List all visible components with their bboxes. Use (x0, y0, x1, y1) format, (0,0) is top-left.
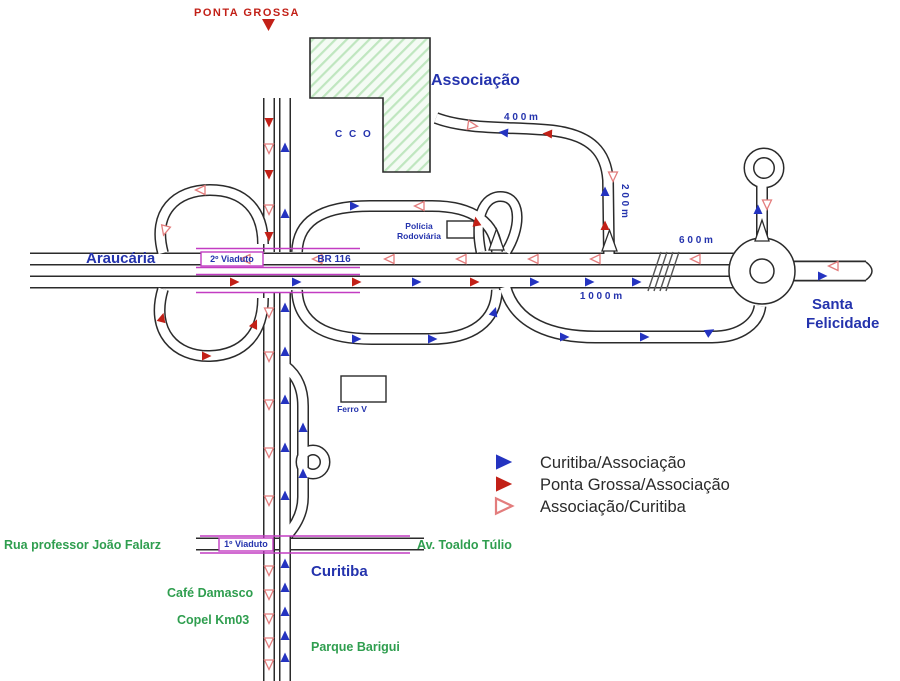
policia-rodoviaria-building (446, 220, 475, 239)
legend-item-curitiba-associacao: Curitiba/Associação (540, 454, 686, 472)
legend-arrow-red-icon (496, 476, 513, 492)
label-policia-line1: Polícia (405, 221, 433, 231)
legend-arrow-pink-icon (494, 497, 514, 515)
label-felicidade: Felicidade (806, 315, 879, 332)
label-distance-600m: 6 0 0 m (679, 235, 713, 246)
label-viaduto2: 2º Viaduto (210, 254, 254, 264)
road-end-cap (865, 261, 873, 281)
label-araucaria: Araucária (86, 250, 156, 267)
label-rua-joao-falarz: Rua professor João Falarz (4, 538, 161, 552)
label-cafe-damasco: Café Damasco (167, 586, 254, 600)
merge-triangle-icon (601, 228, 618, 252)
label-ponta-grossa: PONTA GROSSA (194, 7, 300, 19)
label-distance-200m: 2 0 0 m (619, 184, 630, 218)
associacao-building (309, 37, 431, 173)
legend-item-pontagrossa-associacao: Ponta Grossa/Associação (540, 476, 730, 494)
label-br116: BR 116 (317, 254, 351, 265)
label-parque-barigui: Parque Barigui (311, 640, 400, 654)
label-av-toaldo-tulio: Av. Toaldo Túlio (417, 538, 512, 552)
vertical-road-network (269, 98, 325, 681)
merge-triangle-icon (488, 227, 505, 251)
crossing-hatch-marks (647, 251, 680, 292)
label-policia-line2: Rodoviária (397, 231, 441, 241)
santa-felicidade-roundabout (728, 237, 873, 305)
label-associacao: Associação (431, 72, 520, 89)
label-santa: Santa (812, 296, 854, 313)
label-curitiba: Curitiba (311, 563, 368, 580)
viaduct-1-markings (200, 535, 410, 554)
label-distance-400m: 4 0 0 m (504, 112, 538, 123)
legend: Curitiba/Associação Ponta Grossa/Associa… (494, 454, 730, 516)
label-cco: C C O (335, 129, 373, 140)
merge-triangle-icon (754, 217, 770, 242)
label-distance-1000m: 1 0 0 0 m (580, 291, 622, 302)
label-viaduto1: 1º Viaduto (224, 539, 268, 549)
ferro-v-building (340, 375, 387, 403)
label-copel-km03: Copel Km03 (177, 613, 249, 627)
ponta-grossa-direction-arrow-icon (262, 19, 275, 31)
legend-arrow-blue-icon (496, 454, 513, 470)
viaduto1-label-box (218, 537, 274, 552)
label-ferro-v: Ferro V (337, 404, 367, 414)
legend-item-associacao-curitiba: Associação/Curitiba (540, 498, 687, 516)
